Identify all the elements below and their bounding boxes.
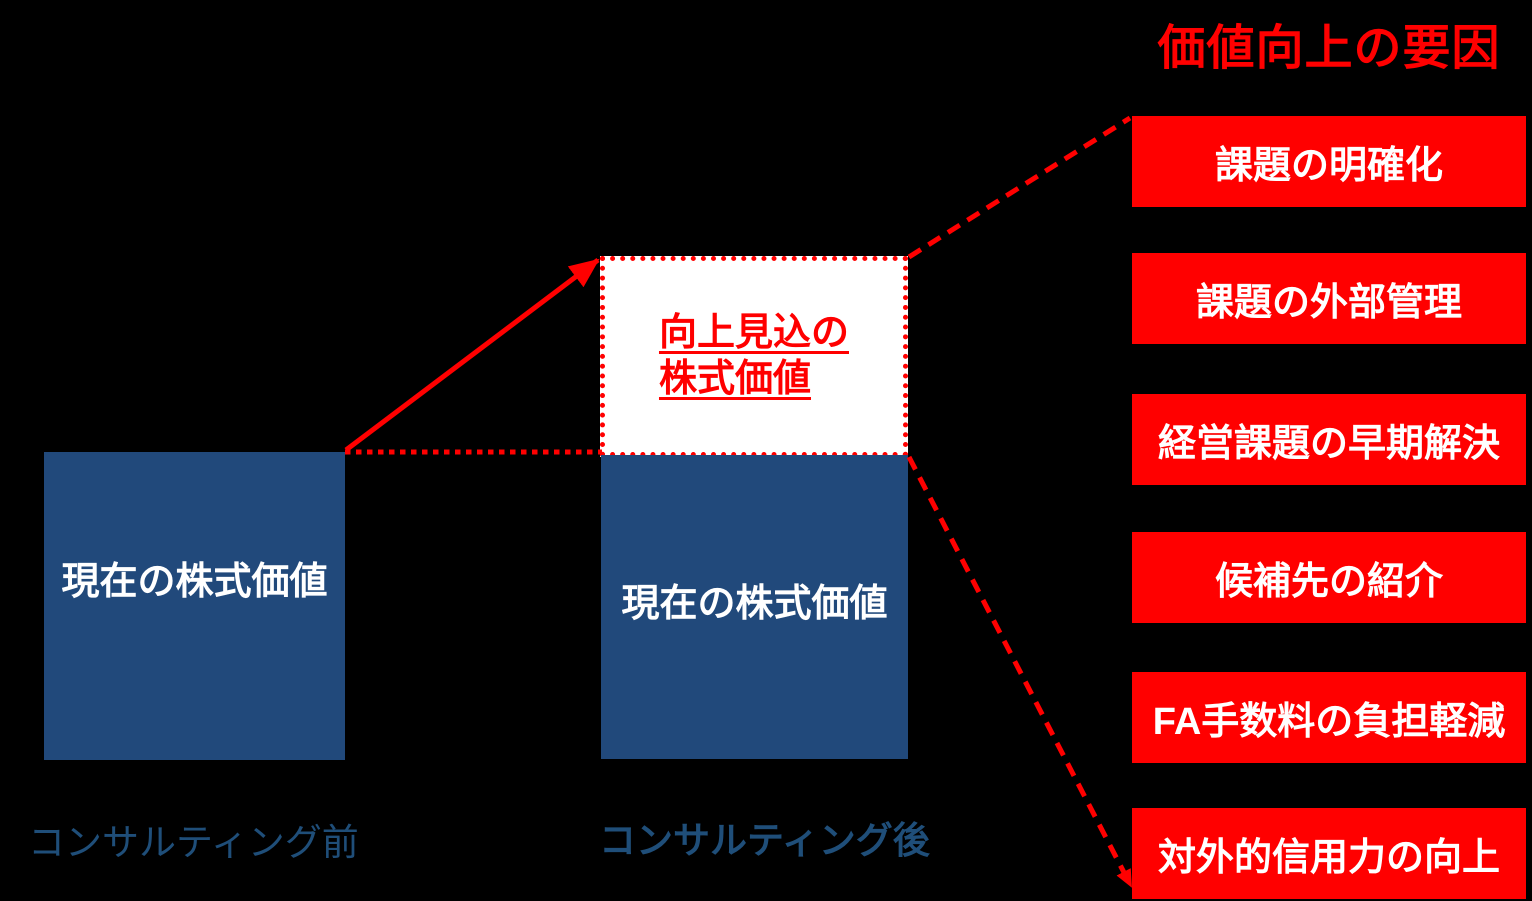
current-value-box-before: 現在の株式価値 [44,452,345,760]
factor-item-3: 経営課題の早期解決 [1132,394,1526,485]
factor-item-2: 課題の外部管理 [1132,253,1526,344]
fan-line-top [907,115,1132,260]
caption-after-consulting: コンサルティング後 [599,820,930,861]
fan-line-bottom [906,455,1134,888]
expected-value-line2: 株式価値 [658,357,811,400]
current-value-box-after: 現在の株式価値 [601,455,908,759]
current-value-label-after: 現在の株式価値 [621,582,888,625]
factor-item-1: 課題の明確化 [1132,116,1526,207]
expected-value-box: 向上見込の 株式価値 [600,256,908,457]
factor-item-4: 候補先の紹介 [1132,532,1526,623]
factor-item-6: 対外的信用力の向上 [1132,808,1526,899]
growth-arrow [344,258,600,452]
expected-value-line1: 向上見込の [658,311,849,354]
expected-value-text: 向上見込の 株式価値 [659,311,849,402]
factor-item-5: FA手数料の負担軽減 [1132,672,1526,763]
value-factors-title: 価値向上の要因 [1157,22,1501,75]
caption-before-consulting: コンサルティング前 [28,822,359,863]
current-value-label-before: 現在の株式価値 [61,560,328,603]
